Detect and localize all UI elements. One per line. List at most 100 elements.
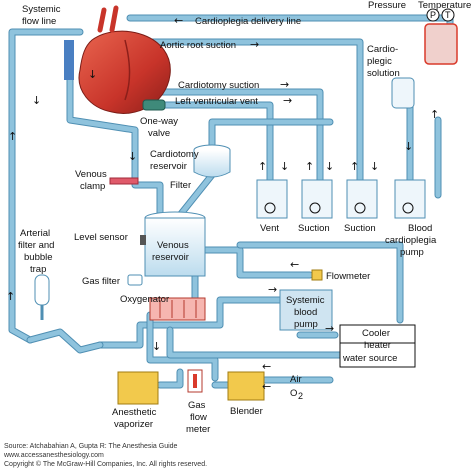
one-way-valve-label: One-way valve [140,116,178,139]
svg-text:Venous: Venous [75,169,107,180]
arrow-right: → [280,78,289,91]
svg-text:reservoir: reservoir [152,252,189,263]
svg-text:solution: solution [367,68,400,79]
vent-label: Vent [260,223,279,234]
svg-text:valve: valve [148,128,170,139]
anesthetic-vaporizer-label: Anesthetic vaporizer [112,407,157,430]
cardiotomy-suction-label: Cardiotomy suction [178,80,259,91]
arrow-left: ← [290,258,299,271]
arrow-down: ↓ [128,150,137,163]
svg-text:vaporizer: vaporizer [114,419,153,430]
svg-text:Gas: Gas [188,400,206,411]
svg-text:filter and: filter and [18,240,54,251]
arrow-right: → [268,283,277,296]
arrow-down: ↓ [152,340,161,353]
svg-text:P: P [430,10,436,20]
svg-text:Cardio-: Cardio- [367,44,398,55]
gas-filter [127,274,143,286]
svg-text:blood: blood [294,307,317,318]
anesthetic-vaporizer [117,371,159,405]
svg-text:2: 2 [298,391,303,401]
source-credit: Source: Atchabahian A, Gupta R: The Anes… [4,443,178,450]
arrow-right: → [250,38,259,51]
cardiotomy-reservoir-label: Cardiotomy reservoir [150,149,199,172]
venous-reservoir-label: Venous reservoir [152,240,189,263]
svg-text:Blood: Blood [408,223,432,234]
suction-1-label: Suction [298,223,330,234]
one-way-valve [142,99,166,111]
systemic-flow-line-label: Systemic flow line [22,4,61,27]
heart-illustration [64,5,171,114]
svg-text:pump: pump [294,319,318,330]
svg-text:pump: pump [400,247,424,258]
temperature-gauge: T [441,8,455,22]
cardioplegic-solution-label: Cardio- plegic solution [367,44,400,79]
cardioplegia-delivery-line-label: Cardioplegia delivery line [195,16,301,27]
venous-clamp [109,177,139,185]
left-ventricular-vent-label: Left ventricular vent [175,96,258,107]
site-credit: www.accessanesthesiology.com [3,452,104,459]
arrow-right: → [325,322,334,335]
blender [227,371,265,401]
flowmeter-label: Flowmeter [326,271,370,282]
blood-cardioplegia-pump-canister [394,179,426,219]
arrow-up: ↑ [6,290,15,303]
svg-text:bubble: bubble [24,252,53,263]
air-label: Air [290,374,302,385]
arrow-down: ↓ [370,160,379,173]
flow-arrows: ← → → → ↓ ↓ ↑ ↓ ↑ ↓ ↑ ↓ ↑ ↓ ↑ ↓ ← → → ← … [6,14,439,393]
temperature-label: Temperature [418,0,471,11]
arrow-left: ← [174,14,183,27]
venous-clamp-label: Venous clamp [75,169,107,192]
svg-text:Anesthetic: Anesthetic [112,407,157,418]
arterial-filter-bubble-trap [34,274,50,320]
svg-text:O: O [290,388,297,399]
svg-text:Venous: Venous [157,240,189,251]
arrow-down: ↓ [32,94,41,107]
cardiotomy-reservoir [193,144,231,178]
cooler-heater-label: Cooler heater water source [342,328,397,364]
arrow-left: ← [262,360,271,373]
svg-text:Arterial: Arterial [20,228,50,239]
arrow-up: ↑ [305,160,314,173]
suction-2-label: Suction [344,223,376,234]
arterial-filter-label: Arterial filter and bubble trap [18,228,54,275]
suction-canister-2 [346,179,378,219]
pressure-gauge: P [426,8,440,22]
systemic-blood-pump-label: Systemic blood pump [286,295,325,330]
blender-label: Blender [230,406,263,417]
gas-flow-meter [187,369,203,393]
level-sensor [140,235,146,245]
systemic-blood-pump [279,289,333,331]
arrow-up: ↑ [8,130,17,143]
arrow-up: ↑ [258,160,267,173]
svg-text:reservoir: reservoir [150,161,187,172]
filter-label: Filter [170,180,191,191]
svg-text:clamp: clamp [80,181,105,192]
arrow-down: ↓ [325,160,334,173]
svg-text:Cooler: Cooler [362,328,390,339]
svg-text:Systemic: Systemic [22,4,61,15]
pressure-label: Pressure [368,0,406,11]
arrow-left: ← [262,380,271,393]
arrow-right: → [283,94,292,107]
blood-cardioplegia-pump-label: Blood cardioplegia pump [385,223,437,258]
arrow-down: ↓ [280,160,289,173]
oxygenator-label: Oxygenator [120,294,169,305]
svg-text:flow line: flow line [22,16,56,27]
oxygenator [149,297,206,321]
heat-exchanger [424,23,458,65]
o2-label: O 2 [290,388,303,401]
gas-flow-meter-label: Gas flow meter [186,400,210,435]
svg-text:Cardiotomy: Cardiotomy [150,149,199,160]
svg-text:flow: flow [190,412,207,423]
suction-canister-1 [301,179,333,219]
arrow-down: ↓ [88,68,97,81]
aortic-root-suction-label: Aortic root suction [160,40,236,51]
venous-reservoir [144,211,206,277]
copyright-credit: Copyright © The McGraw-Hill Companies, I… [4,460,207,468]
flowmeter [311,269,323,281]
svg-text:heater: heater [364,340,391,351]
arrow-up: ↑ [430,108,439,121]
